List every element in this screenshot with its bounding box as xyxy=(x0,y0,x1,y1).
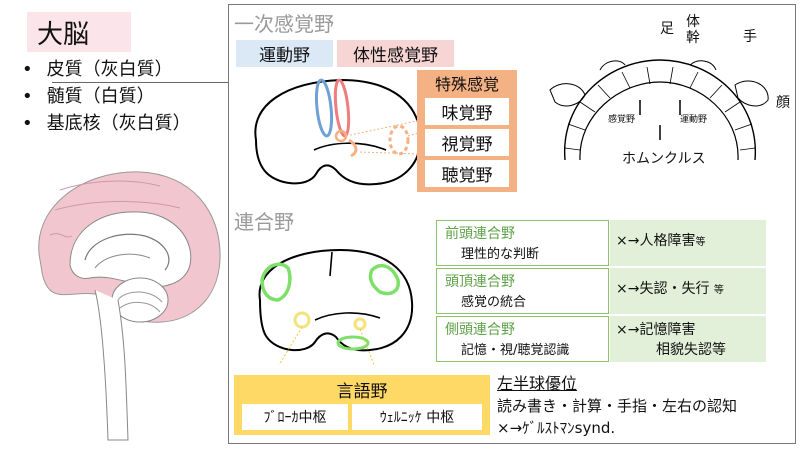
left-hemisphere-dominance: 左半球優位 読み書き・計算・手指・左右の認知 ×→ｹﾞﾙｽﾄﾏﾝsynd. xyxy=(497,373,797,439)
bullet-icon: • xyxy=(22,59,33,80)
deficit-suffix: 等 xyxy=(713,285,724,296)
homunculus-sensory-label: 感覚野 xyxy=(608,115,636,125)
homunculus-foot-label: 足 xyxy=(660,21,674,37)
frontal-association-label: 前頭連合野 理性的な判断 xyxy=(436,220,609,266)
temporal-deficit: ×→記憶障害 相貌失認等 xyxy=(610,316,766,362)
temporal-association-label: 側頭連合野 記憶・視/聴覚認識 xyxy=(436,316,609,362)
gustatory-area: 味覚野 xyxy=(425,98,509,125)
bullet-list: • 皮質（灰白質） • 髄質（白質） • 基底核（灰白質） xyxy=(22,56,227,137)
frontal-deficit: ×→人格障害等 xyxy=(610,220,766,266)
dominance-title: 左半球優位 xyxy=(497,374,578,393)
homunculus-trunk-label: 体幹 xyxy=(686,14,700,46)
wernicke-center: ｳｪﾙﾆｯｹ 中枢 xyxy=(352,404,482,430)
auditory-area: 聴覚野 xyxy=(425,160,509,187)
deficit-suffix: 等 xyxy=(695,237,706,248)
deficit-text: ×→人格障害 xyxy=(616,233,696,249)
bullet-item: • 基底核（灰白質） xyxy=(22,110,227,137)
homunculus-caption: ホムンクルス xyxy=(622,151,706,167)
deficit-text-secondary: 相貌失認等 xyxy=(656,342,726,358)
association-name: 側頭連合野 xyxy=(445,322,515,338)
brain-lateral-primary-diagram xyxy=(254,78,422,186)
dominance-deficit: ×→ｹﾞﾙｽﾄﾏﾝsynd. xyxy=(497,419,616,437)
broca-center: ﾌﾞﾛｰｶ中枢 xyxy=(242,404,348,430)
homunculus-face-label: 顔 xyxy=(776,95,790,111)
association-function: 記憶・視/聴覚認識 xyxy=(461,343,570,358)
bullet-icon: • xyxy=(22,86,33,107)
brain-lateral-association-diagram xyxy=(258,248,414,365)
association-area-heading: 連合野 xyxy=(234,210,294,234)
homunculus-hand-label: 手 xyxy=(743,29,757,45)
bullet-item: • 皮質（灰白質） xyxy=(22,56,227,83)
motor-area-tag: 運動野 xyxy=(236,40,333,67)
language-area-box: 言語野 ﾌﾞﾛｰｶ中枢 ｳｪﾙﾆｯｹ 中枢 xyxy=(234,375,490,435)
association-name: 頭頂連合野 xyxy=(445,274,515,290)
homunculus-motor-label: 運動野 xyxy=(680,115,708,125)
bullet-icon: • xyxy=(22,113,33,134)
language-area-title: 言語野 xyxy=(336,382,388,402)
bullet-text: 皮質（灰白質） xyxy=(46,59,173,80)
deficit-text: ×→記憶障害 xyxy=(616,322,696,338)
page-title: 大脳 xyxy=(27,12,131,52)
homunculus-illustration xyxy=(549,59,769,161)
association-name: 前頭連合野 xyxy=(445,226,515,242)
association-function: 感覚の統合 xyxy=(461,295,527,310)
underline-divider xyxy=(52,82,228,83)
special-senses-title: 特殊感覚 xyxy=(434,75,499,94)
bullet-item: • 髄質（白質） xyxy=(22,83,227,110)
deficit-text: ×→失認・失行 xyxy=(616,281,710,297)
parietal-association-label: 頭頂連合野 感覚の統合 xyxy=(436,268,609,314)
parietal-deficit: ×→失認・失行 等 xyxy=(610,268,766,314)
bullet-text: 髄質（白質） xyxy=(46,86,155,107)
primary-area-heading: 一次感覚野 xyxy=(234,12,334,36)
bullet-text: 基底核（灰白質） xyxy=(46,113,191,134)
association-function: 理性的な判断 xyxy=(461,247,540,262)
dominance-functions: 読み書き・計算・手指・左右の認知 xyxy=(497,397,738,415)
somatosensory-area-tag: 体性感覚野 xyxy=(337,40,454,67)
content-panel xyxy=(228,4,796,444)
brain-sagittal-illustration xyxy=(38,171,221,441)
visual-area: 視覚野 xyxy=(425,129,509,156)
special-senses-box: 特殊感覚 味覚野 視覚野 聴覚野 xyxy=(417,70,517,192)
